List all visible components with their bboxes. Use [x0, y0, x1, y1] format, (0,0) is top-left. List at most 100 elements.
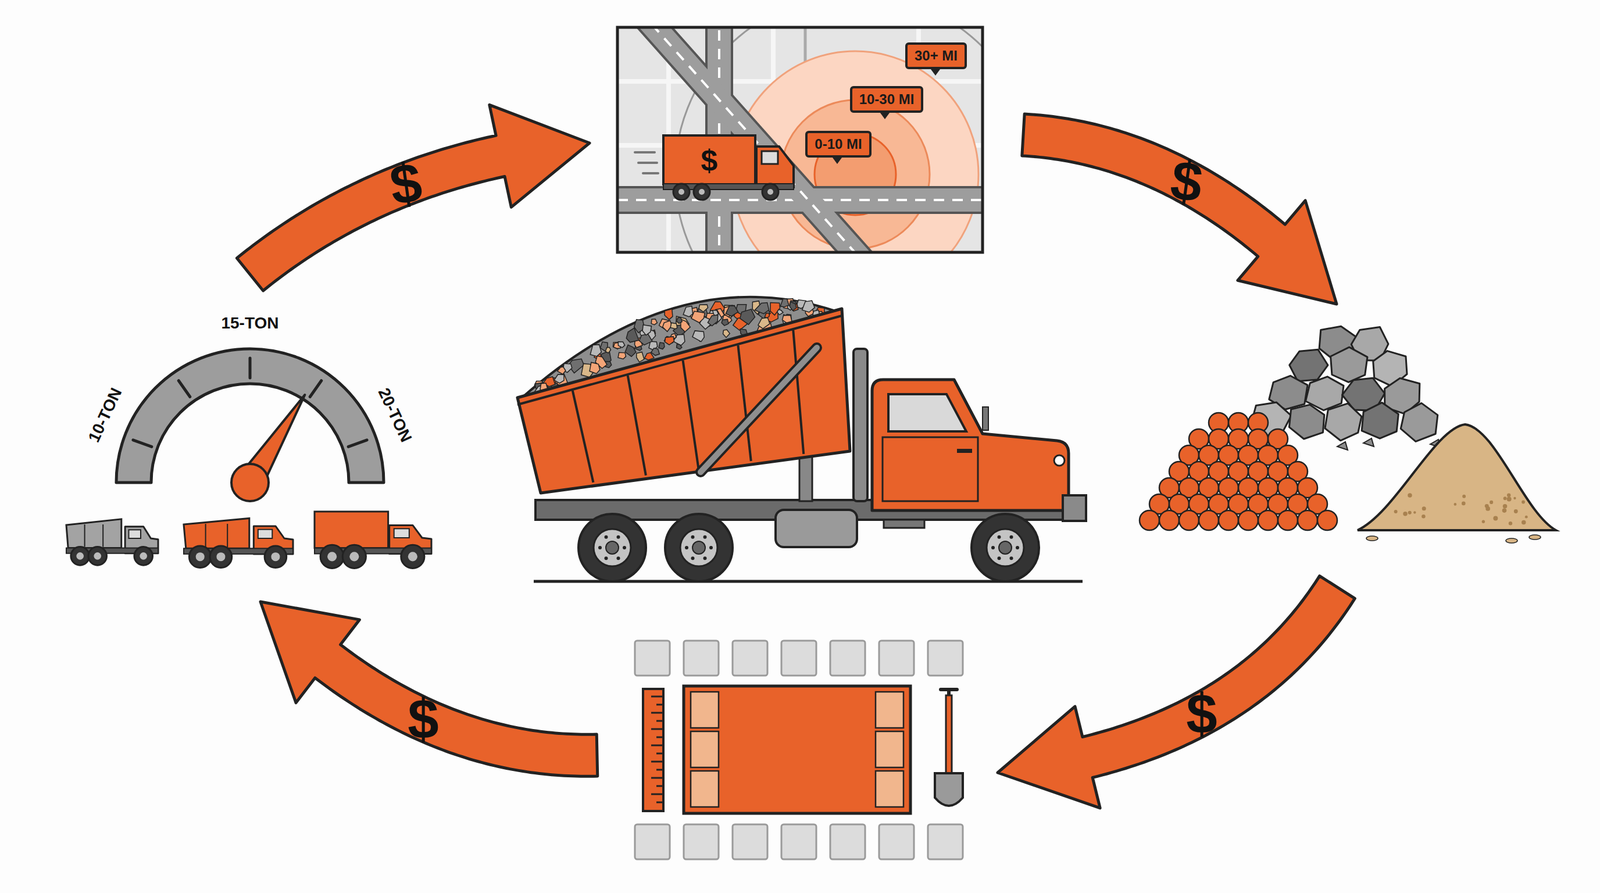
wheel-hub: [605, 541, 619, 555]
plan-grid-cell: [879, 640, 914, 676]
bed-rim: [517, 315, 842, 405]
box-truck-icon: [314, 511, 432, 569]
truck-hub: [195, 552, 205, 562]
cost-symbol: $: [1186, 686, 1217, 742]
wheel-bolt: [709, 545, 713, 550]
cycle-arrow: [1022, 113, 1337, 305]
gravel-stone: [777, 309, 784, 315]
site-plan: [634, 640, 963, 860]
delivery-truck-icon: [663, 135, 794, 200]
sand-grain: [1461, 501, 1466, 506]
plan-grid-cell: [732, 824, 768, 860]
plan-grid-cell: [634, 824, 670, 860]
wheel-bolt: [1009, 556, 1014, 560]
sand-spill: [1529, 534, 1541, 540]
gravel-stone: [692, 330, 705, 342]
plan-tile: [690, 731, 719, 768]
gravel-stone: [780, 298, 789, 307]
label-holder: 10-TON: [85, 385, 125, 445]
truck-size-icons: [66, 511, 432, 569]
bed-rib: [683, 360, 699, 469]
wheel-bolt: [622, 545, 627, 550]
wheel-bolt: [991, 545, 995, 550]
plan-grid-cell: [927, 824, 963, 860]
crushed-rock: [1400, 402, 1438, 442]
sand-grain: [1506, 496, 1512, 502]
truck-box: [663, 135, 756, 185]
plan-area: [683, 686, 911, 814]
wheel-bolt: [997, 556, 1002, 560]
orange-gravel-ball: [1277, 510, 1298, 531]
truck-wheel: [971, 513, 1039, 582]
plan-grid-cell: [683, 824, 719, 860]
plan-tile: [875, 731, 904, 768]
wheel-bolt: [997, 535, 1002, 539]
gravel-stone: [723, 329, 731, 338]
wheel-bolt: [703, 556, 707, 560]
gauge-label: 10-TON: [85, 385, 125, 445]
shovel-blade: [934, 773, 963, 806]
gravel-stone: [725, 305, 738, 317]
gravel-stone: [638, 334, 652, 346]
gauge-tick: [248, 358, 252, 378]
ruler-tick: [651, 695, 664, 698]
label-holder: 15-TON: [220, 315, 279, 332]
truck-wheel: [88, 547, 107, 566]
truck-wheel: [188, 545, 212, 569]
plan-grid-cell: [830, 824, 866, 860]
gravel-stone: [651, 319, 657, 325]
gauge-label: 20-TON: [375, 385, 414, 445]
plan-grid-cell: [732, 640, 768, 676]
plan-grid-cell: [830, 640, 866, 676]
gravel-stone: [554, 374, 564, 384]
wheel-bolt: [1009, 535, 1014, 539]
plan-tile: [690, 770, 719, 807]
sand-grain: [1413, 511, 1416, 514]
truck-wheel: [264, 545, 287, 569]
crushed-rock: [1330, 347, 1368, 382]
gravel-stone: [664, 309, 673, 320]
bed-rib: [226, 523, 228, 548]
bed-rib: [793, 330, 804, 455]
dump-truck-icon: [183, 518, 294, 568]
truck-wheel: [134, 547, 153, 566]
truck-hub: [408, 551, 418, 562]
road-edge: [639, 27, 884, 253]
bed-rib: [737, 345, 751, 462]
truck-wheel: [70, 547, 90, 566]
wheel-bolt: [598, 545, 602, 550]
crushed-rock: [1361, 402, 1399, 439]
orange-gravel-ball: [1258, 510, 1278, 531]
crushed-rock: [1289, 349, 1328, 381]
truck-wheel: [693, 183, 710, 200]
wheel-hub: [692, 541, 706, 555]
hydraulic-rod: [700, 347, 817, 473]
gravel-stone: [605, 347, 611, 353]
sand-grain: [1408, 511, 1412, 515]
wheel-rim: [986, 529, 1024, 567]
gravel-stone: [589, 362, 600, 374]
ruler-tick: [651, 777, 664, 780]
ruler-tick: [651, 744, 664, 747]
truck-cab: [756, 146, 794, 188]
truck-bed: [66, 519, 122, 549]
road: [639, 27, 884, 253]
truck-wheel: [320, 544, 344, 569]
door-handle: [956, 448, 973, 453]
speed-line: [643, 172, 659, 175]
orange-gravel-ball: [1238, 510, 1259, 531]
ruler-tick: [656, 785, 664, 788]
distance-callout: 30+ MI: [905, 42, 967, 70]
ruler-tick: [651, 793, 664, 796]
sand-grain: [1402, 511, 1408, 517]
gauge-label: 15-TON: [220, 315, 279, 332]
gravel-stone: [618, 341, 625, 348]
orange-gravel-ball: [1198, 510, 1219, 531]
map-content: [617, 27, 983, 253]
wheel-bolt: [616, 535, 621, 539]
gravel-stone: [676, 317, 682, 324]
sand-grain: [1525, 515, 1528, 519]
ruler-tick: [651, 712, 664, 714]
truck-wheel: [209, 545, 232, 569]
truck-box: [314, 511, 389, 549]
